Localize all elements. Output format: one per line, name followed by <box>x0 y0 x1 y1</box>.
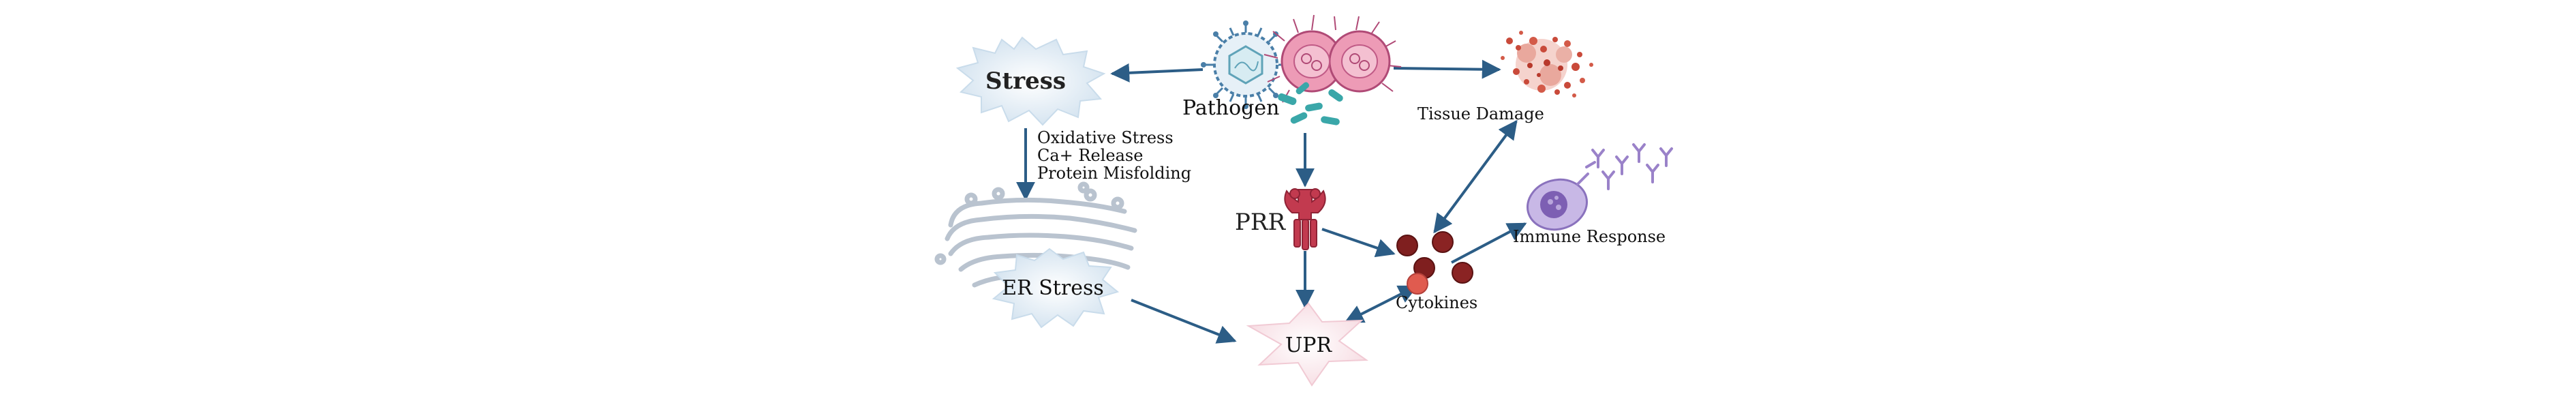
cytokine-icon <box>1407 273 1428 295</box>
arrow-prr-to-cytokines <box>1321 228 1396 258</box>
pamp-fragments-icon <box>1278 82 1343 125</box>
stress-causes-list: Oxidative Stress Ca+ Release Protein Mis… <box>1037 128 1191 183</box>
upr-label: UPR <box>1285 333 1332 357</box>
er-stress-label: ER Stress <box>1002 276 1104 300</box>
antibody-icon <box>1576 143 1673 190</box>
upr-node: UPR <box>1246 302 1369 387</box>
arrows <box>1016 59 1527 344</box>
virus-icon <box>1201 20 1291 109</box>
tissue-damage-node: Tissue Damage <box>1417 31 1593 123</box>
receptor-icon <box>1284 188 1326 250</box>
arrow-pathogen-to-stress <box>1110 63 1203 83</box>
starburst-icon <box>955 36 1106 126</box>
arrow-er-to-upr <box>1131 299 1237 344</box>
tissue-damage-icon <box>1501 31 1593 98</box>
stress-cause-item: Protein Misfolding <box>1037 164 1191 183</box>
cytokines-label: Cytokines <box>1396 293 1477 312</box>
cytokine-icon <box>1432 231 1454 253</box>
bacteria-icon <box>1263 14 1402 103</box>
er-stress-node: ER Stress <box>934 181 1137 329</box>
arrow-cytokines-to-immune <box>1451 222 1527 264</box>
prr-label: PRR <box>1235 209 1286 236</box>
stress-cause-item: Oxidative Stress <box>1037 128 1174 147</box>
cytokines-node: Cytokines <box>1396 231 1477 312</box>
arrow-pathogen-to-tissue-damage <box>1393 59 1501 79</box>
arrow-upr-cytokines <box>1344 285 1418 323</box>
cytokine-icon <box>1452 262 1473 284</box>
immune-response-node: Immune Response <box>1513 143 1673 246</box>
starburst-icon <box>992 248 1120 329</box>
stress-node: Stress <box>955 36 1106 126</box>
stress-label: Stress <box>985 68 1066 95</box>
pathogen-node: Pathogen <box>1182 14 1402 125</box>
immune-cell-icon <box>1526 178 1589 231</box>
pathogen-label: Pathogen <box>1182 96 1279 120</box>
prr-node: PRR <box>1235 188 1326 250</box>
cytokine-icon <box>1396 235 1418 256</box>
arrow-cytokines-tissue <box>1433 119 1518 234</box>
starburst-icon <box>1246 302 1369 387</box>
tissue-damage-label: Tissue Damage <box>1417 104 1544 123</box>
immune-response-label: Immune Response <box>1513 227 1666 246</box>
stress-cause-item: Ca+ Release <box>1037 146 1143 165</box>
